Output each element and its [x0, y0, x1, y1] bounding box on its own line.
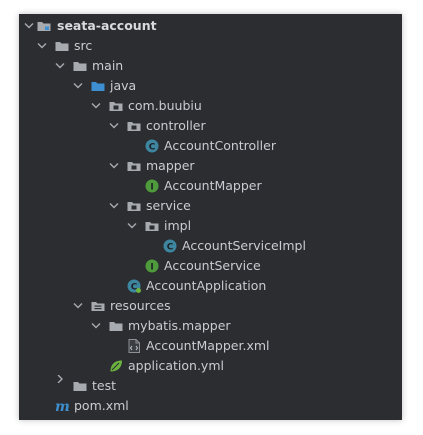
source-folder-icon [91, 79, 105, 93]
chevron-down-icon[interactable] [23, 16, 35, 36]
tree-item-label: AccountApplication [146, 278, 267, 293]
svg-text:I: I [150, 183, 153, 193]
chevron-down-icon[interactable] [72, 76, 84, 96]
chevron-down-icon[interactable] [72, 296, 84, 316]
tree-item-label: pom.xml [74, 398, 129, 413]
tree-item-label: controller [146, 118, 206, 133]
tree-item-label: mapper [146, 158, 195, 173]
tree-item-label: seata-account [57, 18, 157, 33]
package-icon [127, 199, 141, 213]
chevron-right-icon[interactable] [54, 375, 66, 396]
java-interface-icon: I [145, 259, 159, 273]
project-tree: seata-account src main java [19, 14, 402, 420]
chevron-down-icon[interactable] [108, 156, 120, 176]
folder-icon [55, 39, 69, 53]
java-class-icon: C [145, 139, 159, 153]
chevron-down-icon[interactable] [90, 96, 102, 116]
java-interface-icon: I [145, 179, 159, 193]
chevron-down-icon[interactable] [126, 216, 138, 236]
package-icon [127, 159, 141, 173]
chevron-down-icon[interactable] [108, 196, 120, 216]
package-icon [109, 99, 123, 113]
svg-text:m: m [55, 399, 70, 413]
module-folder-icon [37, 19, 51, 33]
spring-boot-class-icon: C [127, 279, 141, 293]
xml-file-icon [127, 339, 141, 353]
folder-icon [73, 59, 87, 73]
folder-icon [109, 319, 123, 333]
tree-item-label: service [146, 198, 191, 213]
chevron-down-icon[interactable] [54, 56, 66, 76]
folder-icon [73, 379, 87, 393]
svg-text:I: I [150, 263, 153, 273]
tree-item-label: AccountMapper [164, 178, 262, 193]
tree-item-label: AccountMapper.xml [146, 338, 270, 353]
chevron-down-icon[interactable] [36, 36, 48, 56]
maven-icon: m [55, 399, 71, 413]
java-class-icon: C [163, 239, 177, 253]
tree-item-label: test [92, 378, 117, 393]
tree-item-label: com.buubiu [128, 98, 202, 113]
chevron-down-icon[interactable] [90, 316, 102, 336]
package-icon [127, 119, 141, 133]
tree-item-label: AccountService [164, 258, 261, 273]
resources-folder-icon [91, 299, 105, 313]
svg-text:C: C [131, 283, 138, 293]
tree-item-label: resources [110, 298, 171, 313]
package-icon [145, 219, 159, 233]
spring-leaf-icon [109, 359, 123, 373]
tree-item-label: java [110, 78, 137, 93]
svg-text:C: C [167, 243, 174, 253]
tree-item-label: src [74, 38, 93, 53]
tree-item-label: impl [164, 218, 192, 233]
chevron-down-icon[interactable] [108, 116, 120, 136]
tree-item-label: application.yml [128, 358, 224, 373]
tree-item-label: AccountController [164, 138, 276, 153]
svg-text:C: C [149, 143, 156, 153]
tree-item-label: main [92, 58, 124, 73]
tree-item-label: AccountServiceImpl [182, 238, 306, 253]
tree-item-label: mybatis.mapper [128, 318, 231, 333]
